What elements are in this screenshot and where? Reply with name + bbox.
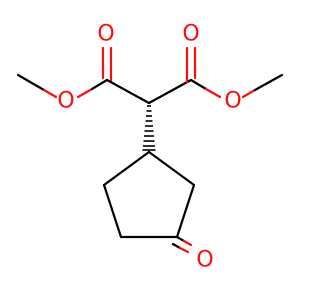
bond-ketone-a	[182, 239, 193, 247]
bond-right-o-to-methyl	[253, 73, 284, 92]
bond-ketone-b	[178, 246, 190, 254]
oxygen-ester-left-label: O	[57, 89, 74, 114]
oxygen-carbonyl-right-label: O	[182, 22, 199, 47]
bond-right-carbonyl-to-o-red	[204, 87, 222, 99]
bond-o-ester-left-segment	[42, 88, 58, 99]
ring-bond-top-left	[102, 150, 151, 187]
bond-methyl-left-o	[16, 73, 46, 92]
hashed-wedge-bond	[142, 105, 156, 151]
oxygen-ketone-label: O	[196, 248, 213, 273]
bond-o-ester-right-segment	[241, 88, 257, 99]
bond-o-ester-left-carbon-segment-red	[76, 87, 94, 99]
molecule-canvas: O O O O O	[16, 21, 284, 273]
structure-diagram: O O O O O	[16, 22, 284, 273]
ring-bond-left	[102, 183, 123, 239]
bond-left-carbonyl-to-ch	[105, 78, 151, 105]
bond-o-ester-left-carbon-segment	[90, 78, 109, 91]
bond-ketone-c-black-b	[171, 242, 182, 250]
bond-ch-to-right-carbonyl	[147, 78, 193, 105]
ring-bond-right	[175, 183, 196, 239]
ring-bond-top-right	[147, 150, 196, 187]
oxygen-carbonyl-left-label: O	[97, 22, 114, 47]
bond-ketone-c-black-a	[175, 235, 186, 243]
bond-right-carbonyl-to-o-black	[189, 78, 208, 91]
oxygen-ester-right-label: O	[224, 89, 241, 114]
